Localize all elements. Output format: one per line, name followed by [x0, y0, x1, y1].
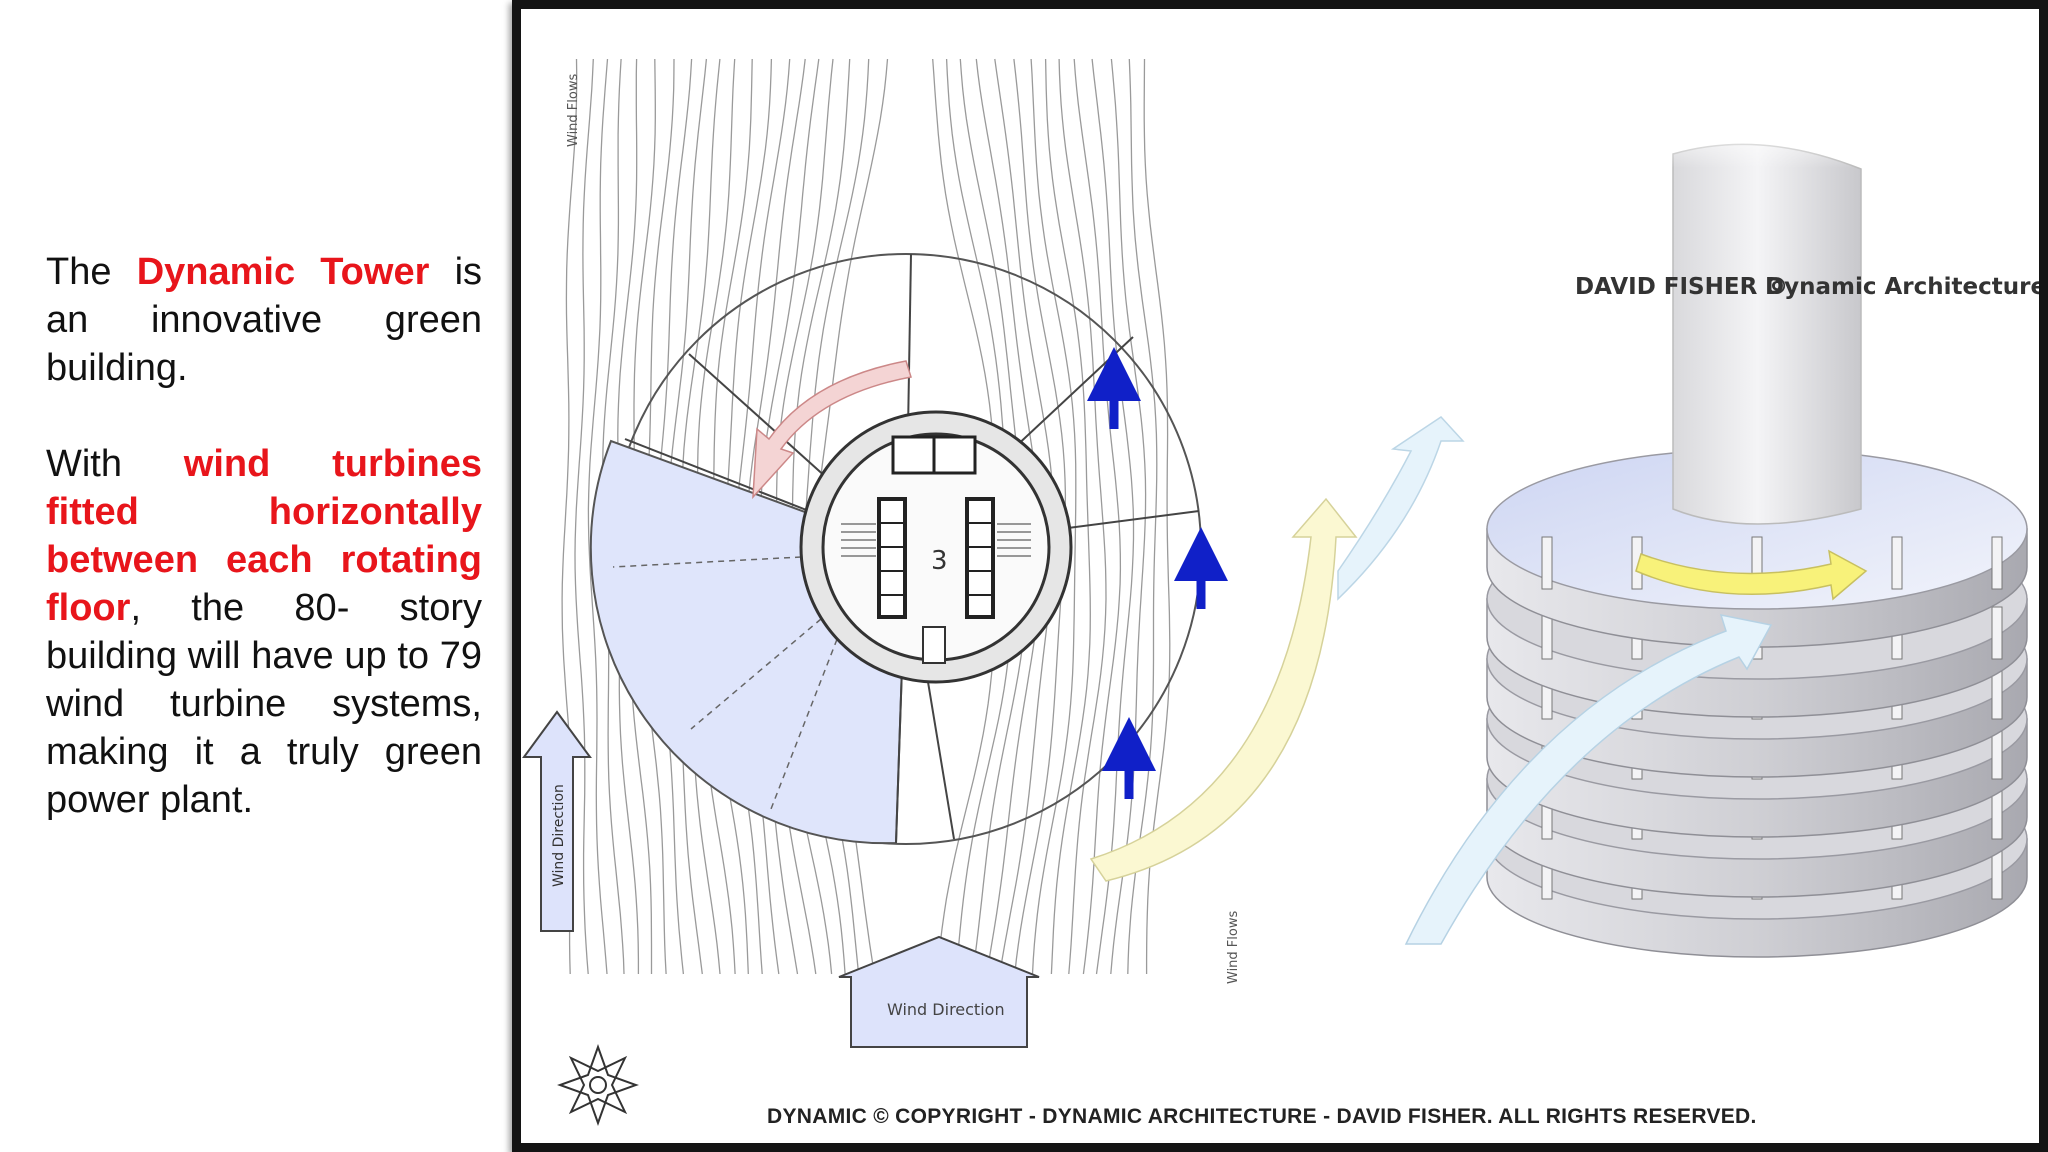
core-column-left [877, 497, 907, 619]
wind-flow-line [574, 58, 594, 975]
wind-direction-arrow-bottom [838, 935, 1040, 1048]
yellow-rotation-arrow [1635, 549, 1868, 601]
intro-paragraph: The Dynamic Tower is an innovative green… [46, 248, 482, 392]
yellow-curved-arrow [1089, 497, 1358, 882]
wind-turbines-highlight: wind turbines fitted horizontally betwee… [46, 443, 482, 629]
dynamic-logo [557, 1044, 639, 1126]
turbines-paragraph: With wind turbines fitted horizontally b… [46, 440, 482, 824]
wind-flow-line [1044, 58, 1091, 975]
credit-firm: Dynamic Architecture [1765, 274, 2039, 300]
intro-after: is an innovative green building. [46, 251, 483, 389]
wind-flows-label-top: Wind Flows [566, 74, 581, 147]
wind-direction-label-left: Wind Direction [551, 784, 567, 887]
description-text: The Dynamic Tower is an innovative green… [46, 248, 482, 872]
wind-direction-label-bottom: Wind Direction [887, 1000, 1005, 1019]
turbine-fin [1891, 536, 1903, 590]
wind-direction-arrow-left [522, 710, 592, 932]
floor-plan: 3 [589, 253, 1202, 845]
wind-flow-line [1110, 58, 1147, 975]
figure-drawing: 3 Wind Direction Wind Direction Wind Flo… [522, 58, 2039, 1128]
dynamic-tower-figure: 3 Wind Direction Wind Direction Wind Flo… [512, 0, 2048, 1152]
wind-flow-line [1030, 58, 1077, 975]
core-bottom-slot [922, 626, 946, 664]
ice-air-arrow-large [1404, 614, 1773, 945]
blue-wind-arrows [1087, 347, 1228, 799]
tower-3d [1404, 119, 2028, 958]
wind-flows-label-bottom: Wind Flows [1226, 911, 1241, 984]
dashed-lines [612, 556, 842, 810]
dynamic-tower-highlight: Dynamic Tower [136, 251, 430, 293]
wind-flow-line [1058, 58, 1107, 975]
copyright-notice: DYNAMIC © COPYRIGHT - DYNAMIC ARCHITECTU… [767, 1105, 1757, 1128]
turbine-fin [1991, 536, 2003, 590]
wind-flow-line [587, 58, 609, 975]
turbine-fin [1541, 536, 1553, 590]
rotating-floors [1486, 448, 2028, 958]
intro-before: The [46, 251, 137, 293]
turbines-after: , the 80- story building will have up to… [46, 587, 482, 821]
wind-flow-line [1091, 58, 1135, 975]
turbines-before: With [46, 443, 184, 485]
credit-author: DAVID FISHER © [1575, 274, 1788, 300]
core-column-right [965, 497, 995, 619]
wind-flow-line [1073, 58, 1122, 975]
stair-hatching [841, 523, 1031, 557]
turbine-fin [1991, 606, 2003, 660]
ice-curved-arrow-top [1337, 416, 1465, 601]
wind-flow-line [1143, 58, 1171, 974]
rotation-arrow [752, 360, 912, 500]
core-number: 3 [931, 546, 948, 576]
